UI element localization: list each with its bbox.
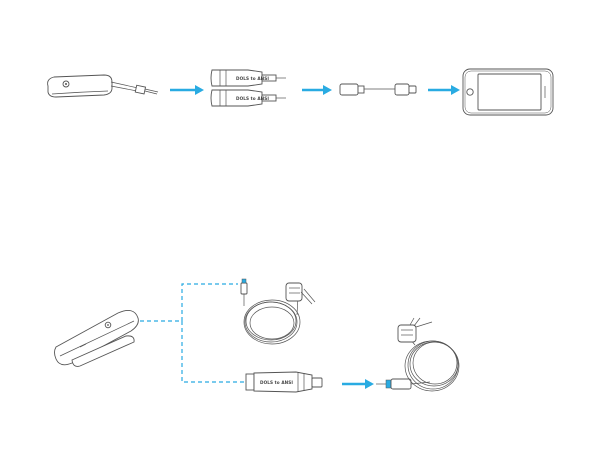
flow-arrow-3: [428, 85, 460, 95]
adapter-label-bottom: DOLS to ANSI: [236, 96, 269, 101]
lightning-adapter-icon: [340, 84, 416, 95]
receiver-with-plug-icon: [48, 75, 158, 97]
adapter-label: DOLS to ANSI: [260, 380, 293, 385]
adapter-icon-bottom: DOLS to ANSI: [246, 372, 322, 392]
adapter-label-top: DOLS to ANSI: [236, 76, 269, 81]
phone-icon: [463, 69, 553, 115]
clip-receiver-icon: [55, 310, 139, 366]
flow-arrow-4: [342, 379, 374, 389]
lavalier-mic-icon: [241, 279, 315, 344]
flow-arrow-1: [170, 85, 204, 95]
flow-arrow-2: [302, 85, 332, 95]
trs-plug-icon: [376, 318, 459, 391]
dashed-connector-lines: [140, 284, 246, 382]
adapter-icon: DOLS to ANSI DOLS to ANSI: [211, 70, 286, 106]
